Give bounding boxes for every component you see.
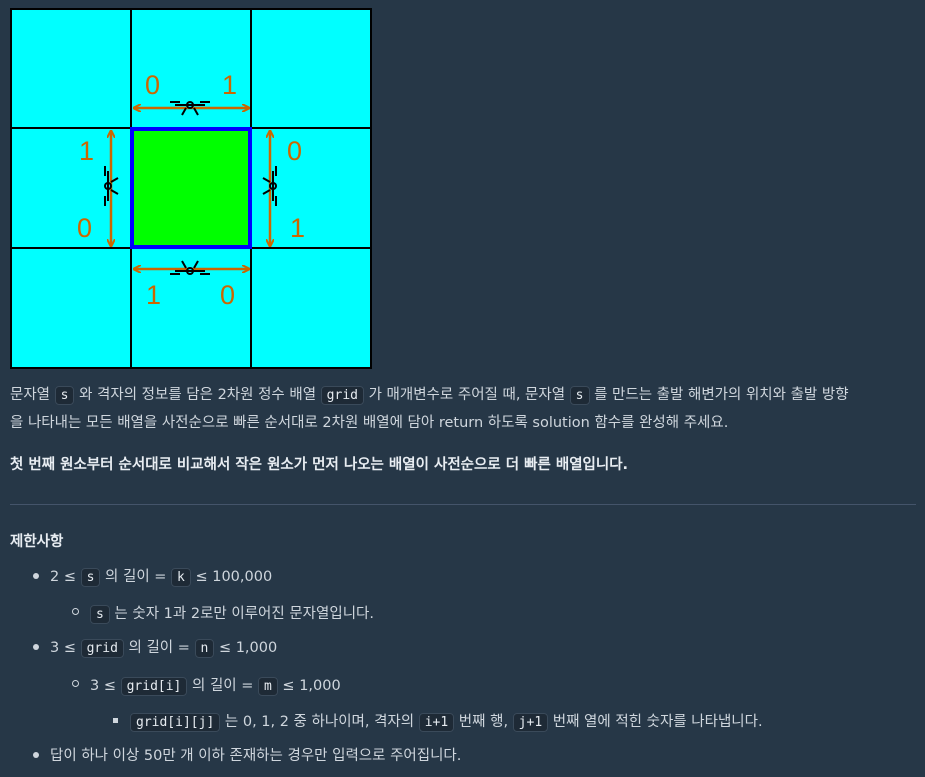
center-cell: [130, 127, 252, 249]
constraints-heading: 제한사항: [10, 534, 64, 550]
constraint-s-digits: s 는 숫자 1과 2로만 이루어진 문자열입니다.: [90, 602, 374, 624]
constraint-cell-values: grid[i][j] 는 0, 1, 2 중 하나이며, 격자의 i+1 번째 …: [130, 710, 763, 732]
text: 는 0, 1, 2 중 하나이며, 격자의: [220, 714, 419, 730]
lexicographic-note: 첫 번째 원소부터 순서대로 비교해서 작은 원소가 먼저 나오는 배열이 사전…: [10, 457, 629, 473]
label-left-top: 1: [79, 136, 94, 166]
code-i-plus-1: i+1: [418, 713, 455, 732]
label-right-top: 0: [287, 136, 302, 166]
text: 문자열: [10, 387, 55, 403]
drone-icon: [262, 166, 277, 206]
code-s: s: [54, 386, 75, 405]
label-top-right: 1: [222, 70, 237, 100]
label-right-bottom: 1: [290, 213, 305, 243]
constraint-s-length: 2 ≤ s 의 길이 = k ≤ 100,000: [50, 565, 273, 587]
text: 와 격자의 정보를 담은 2차원 정수 배열: [74, 387, 321, 403]
text: 번째 열에 적힌 숫자를 나타냅니다.: [548, 714, 763, 730]
text: 를 만드는 출발 해변가의 위치와 출발 방향: [589, 387, 849, 403]
code-grid: grid: [80, 639, 124, 658]
label-left-bottom: 0: [77, 213, 92, 243]
text: 는 숫자 1과 2로만 이루어진 문자열입니다.: [109, 606, 374, 622]
text: 의 길이 =: [100, 569, 172, 585]
bullet-disc: [33, 644, 39, 650]
code-grid-i: grid[i]: [120, 677, 188, 696]
bullet-disc: [33, 573, 39, 579]
description-line-1: 문자열 s 와 격자의 정보를 담은 2차원 정수 배열 grid 가 매개변수…: [10, 382, 849, 409]
drone-icon: [170, 260, 210, 275]
drone-icon: [170, 101, 210, 116]
bullet-circle: [72, 680, 79, 687]
drone-icon: [104, 166, 119, 206]
bullet-disc: [33, 752, 39, 758]
divider: [10, 504, 916, 505]
label-top-left: 0: [145, 70, 160, 100]
text: ≤ 1,000: [277, 678, 341, 694]
label-bottom-right: 0: [220, 280, 235, 310]
text: 의 길이 =: [187, 678, 258, 694]
text: 의 길이 =: [123, 640, 195, 656]
code-k: k: [171, 568, 191, 587]
bullet-circle: [72, 608, 79, 615]
description-line-2: 을 나타내는 모든 배열을 사전순으로 빠른 순서대로 2차원 배열에 담아 r…: [10, 415, 729, 431]
label-bottom-left: 1: [146, 280, 161, 310]
grid-diagram-svg: 0 1 1 0 0 1 1 0: [10, 8, 372, 369]
code-grid-i-j: grid[i][j]: [130, 713, 221, 732]
constraint-row-length: 3 ≤ grid[i] 의 길이 = m ≤ 1,000: [90, 674, 341, 696]
code-grid: grid: [320, 386, 364, 405]
text: 가 매개변수로 주어질 때, 문자열: [363, 387, 570, 403]
constraint-grid-length: 3 ≤ grid 의 길이 = n ≤ 1,000: [50, 636, 278, 658]
text: 번째 행,: [454, 714, 513, 730]
text: ≤ 100,000: [190, 569, 273, 585]
code-s: s: [569, 386, 590, 405]
bullet-square: [113, 718, 118, 723]
text: 3 ≤: [90, 678, 121, 694]
text: ≤ 1,000: [214, 640, 278, 656]
code-m: m: [258, 677, 278, 696]
code-s: s: [80, 568, 101, 587]
code-n: n: [194, 639, 215, 658]
grid-diagram: 0 1 1 0 0 1 1 0: [10, 8, 372, 369]
text: 3 ≤: [50, 640, 81, 656]
code-j-plus-1: j+1: [512, 713, 549, 732]
text: 2 ≤: [50, 569, 81, 585]
constraint-answer-count: 답이 하나 이상 50만 개 이하 존재하는 경우만 입력으로 주어집니다.: [50, 748, 462, 764]
code-s: s: [90, 605, 110, 624]
